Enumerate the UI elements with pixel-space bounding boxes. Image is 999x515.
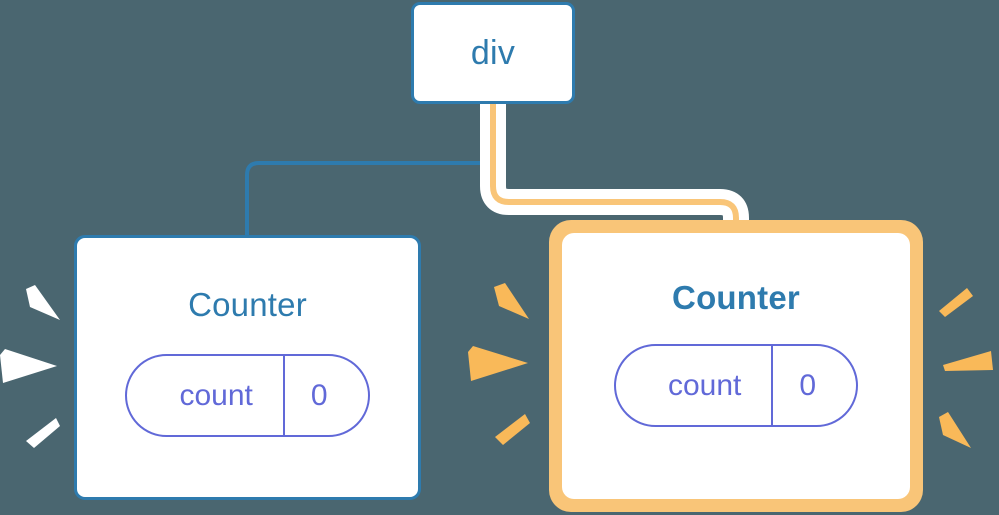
state-value: 0 — [799, 368, 817, 402]
state-pill-right: count 0 — [613, 344, 859, 427]
state-key: count — [179, 378, 253, 412]
state-pill-right-key-cell: count — [616, 346, 774, 425]
node-div[interactable]: div — [411, 2, 575, 104]
node-counter-left[interactable]: Counter count 0 — [74, 235, 421, 500]
node-counter-left-label: Counter — [188, 286, 307, 323]
state-pill-left: count 0 — [125, 354, 370, 437]
node-counter-right-label: Counter — [672, 279, 800, 316]
edge-div-to-counter-left — [245, 102, 495, 238]
state-pill-left-key-cell: count — [127, 356, 285, 435]
state-key: count — [667, 368, 742, 402]
edge-div-to-counter-right — [490, 100, 739, 246]
node-counter-right[interactable]: Counter count 0 — [562, 233, 910, 499]
state-pill-right-value-cell: 0 — [773, 346, 856, 425]
state-pill-left-value-cell: 0 — [285, 356, 368, 435]
node-counter-right-highlight-frame: Counter count 0 — [549, 220, 923, 512]
node-div-label: div — [470, 33, 516, 72]
state-value: 0 — [310, 378, 328, 412]
